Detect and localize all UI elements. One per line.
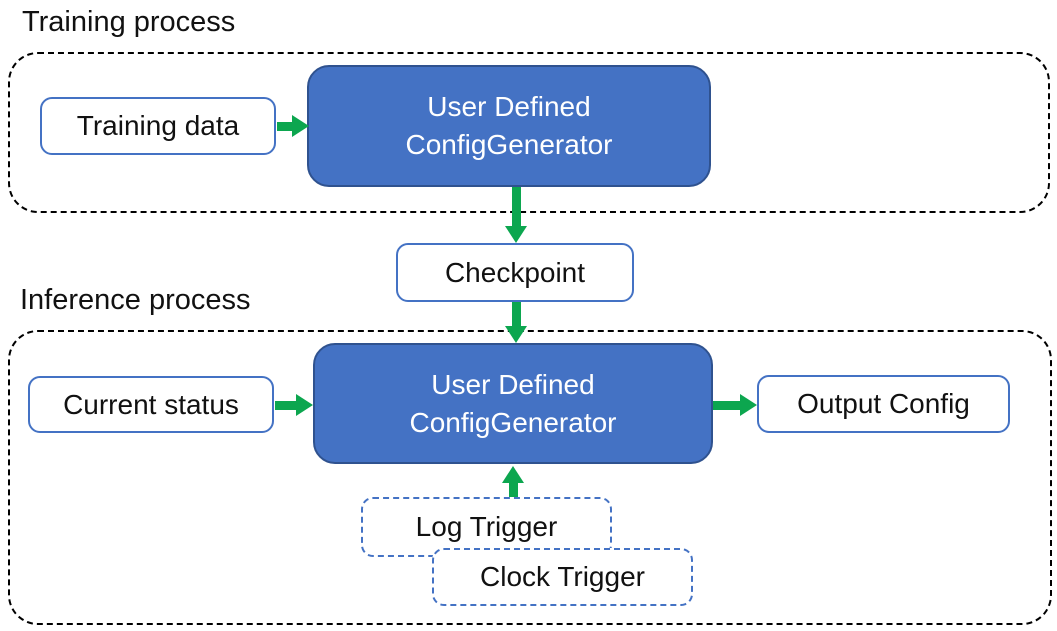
node-clock-trigger: Clock Trigger: [432, 548, 693, 606]
node-log-trigger: Log Trigger: [361, 497, 612, 557]
training-process-label: Training process: [22, 6, 236, 38]
node-config-generator-training: User Defined ConfigGenerator: [307, 65, 711, 187]
node-output-config-label: Output Config: [797, 388, 970, 419]
node-training-data-label: Training data: [76, 110, 240, 141]
node-config-generator-inference: User Defined ConfigGenerator: [313, 343, 713, 464]
arrow-head: [505, 226, 527, 243]
arrow-checkpoint-to-generator: [505, 302, 527, 343]
arrow-current-status-to-generator: [275, 394, 313, 416]
arrow-shaft: [511, 302, 521, 326]
node-checkpoint-label: Checkpoint: [444, 256, 586, 288]
arrow-training-data-to-generator: [277, 115, 309, 137]
node-output-config: Output Config: [757, 375, 1010, 433]
node-config-generator-inference-line2: ConfigGenerator: [409, 406, 617, 438]
arrow-head: [292, 115, 309, 137]
arrow-triggers-to-generator: [502, 466, 524, 497]
node-training-data: Training data: [40, 97, 276, 155]
node-current-status: Current status: [28, 376, 274, 433]
arrow-head: [505, 326, 527, 343]
arrow-head: [502, 466, 524, 483]
arrow-generator-to-checkpoint: [505, 187, 527, 243]
training-process-container: [8, 52, 1050, 213]
node-checkpoint: Checkpoint: [396, 243, 634, 302]
arrow-head: [740, 394, 757, 416]
node-config-generator-inference-line1: User Defined: [431, 368, 595, 400]
node-config-generator-training-line2: ConfigGenerator: [405, 129, 613, 160]
arrow-shaft: [511, 187, 521, 226]
arrow-shaft: [275, 400, 296, 410]
node-config-generator-training-line1: User Defined: [427, 91, 591, 122]
node-current-status-label: Current status: [63, 388, 239, 420]
arrow-shaft: [713, 400, 740, 410]
arrow-head: [296, 394, 313, 416]
arrow-generator-to-output-config: [713, 394, 757, 416]
arrow-shaft: [508, 483, 518, 497]
inference-process-container: [8, 330, 1052, 625]
node-clock-trigger-label: Clock Trigger: [480, 561, 645, 592]
inference-process-label: Inference process: [20, 284, 251, 316]
arrow-shaft: [277, 121, 292, 131]
node-log-trigger-label: Log Trigger: [415, 511, 558, 542]
